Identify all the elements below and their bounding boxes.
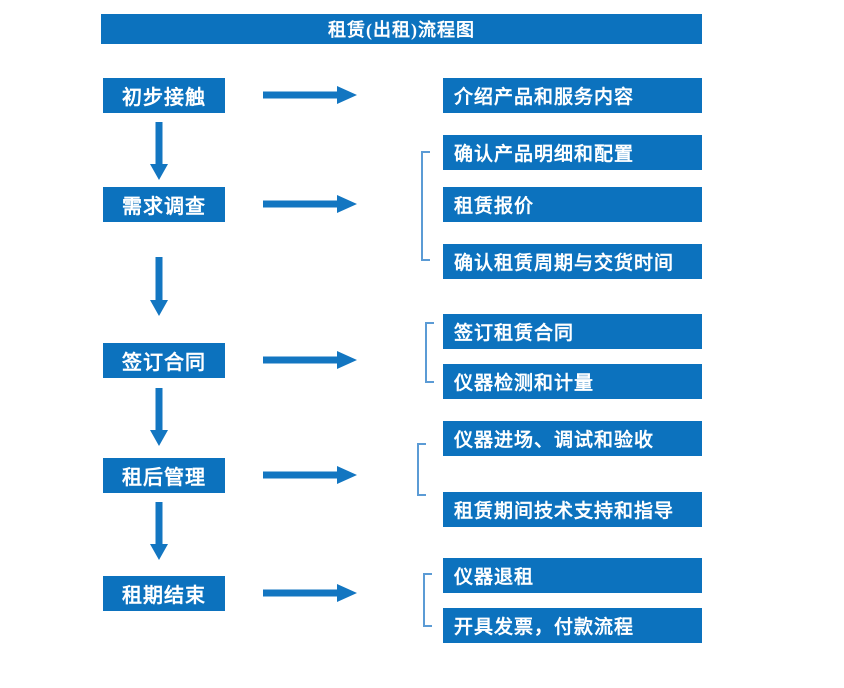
detail-box: 开具发票，付款流程 bbox=[443, 608, 702, 643]
detail-box: 仪器进场、调试和验收 bbox=[443, 421, 702, 456]
step-box-rental-end: 租期结束 bbox=[103, 576, 225, 611]
step-box-sign-contract: 签订合同 bbox=[103, 343, 225, 378]
arrow-right-icon bbox=[263, 584, 357, 602]
group-bracket bbox=[417, 443, 426, 496]
detail-box: 介绍产品和服务内容 bbox=[443, 78, 702, 113]
detail-box: 签订租赁合同 bbox=[443, 314, 702, 349]
arrow-right-icon bbox=[263, 466, 357, 484]
arrow-right-icon bbox=[263, 195, 357, 213]
step-box-initial-contact: 初步接触 bbox=[103, 78, 225, 113]
step-box-post-rental: 租后管理 bbox=[103, 458, 225, 493]
diagram-title: 租赁(出租)流程图 bbox=[101, 14, 702, 44]
detail-box: 仪器检测和计量 bbox=[443, 364, 702, 399]
group-bracket bbox=[425, 322, 434, 383]
group-bracket bbox=[421, 151, 430, 261]
arrow-right-icon bbox=[263, 351, 357, 369]
detail-box: 确认产品明细和配置 bbox=[443, 135, 702, 170]
detail-box: 仪器退租 bbox=[443, 558, 702, 593]
step-box-demand-survey: 需求调查 bbox=[103, 187, 225, 222]
detail-box: 租赁期间技术支持和指导 bbox=[443, 492, 702, 527]
arrow-down-icon bbox=[150, 388, 168, 446]
arrow-down-icon bbox=[150, 122, 168, 180]
arrow-right-icon bbox=[263, 86, 357, 104]
arrow-down-icon bbox=[150, 502, 168, 560]
detail-box: 租赁报价 bbox=[443, 187, 702, 222]
group-bracket bbox=[423, 573, 432, 627]
detail-box: 确认租赁周期与交货时间 bbox=[443, 244, 702, 279]
arrow-down-icon bbox=[150, 257, 168, 316]
